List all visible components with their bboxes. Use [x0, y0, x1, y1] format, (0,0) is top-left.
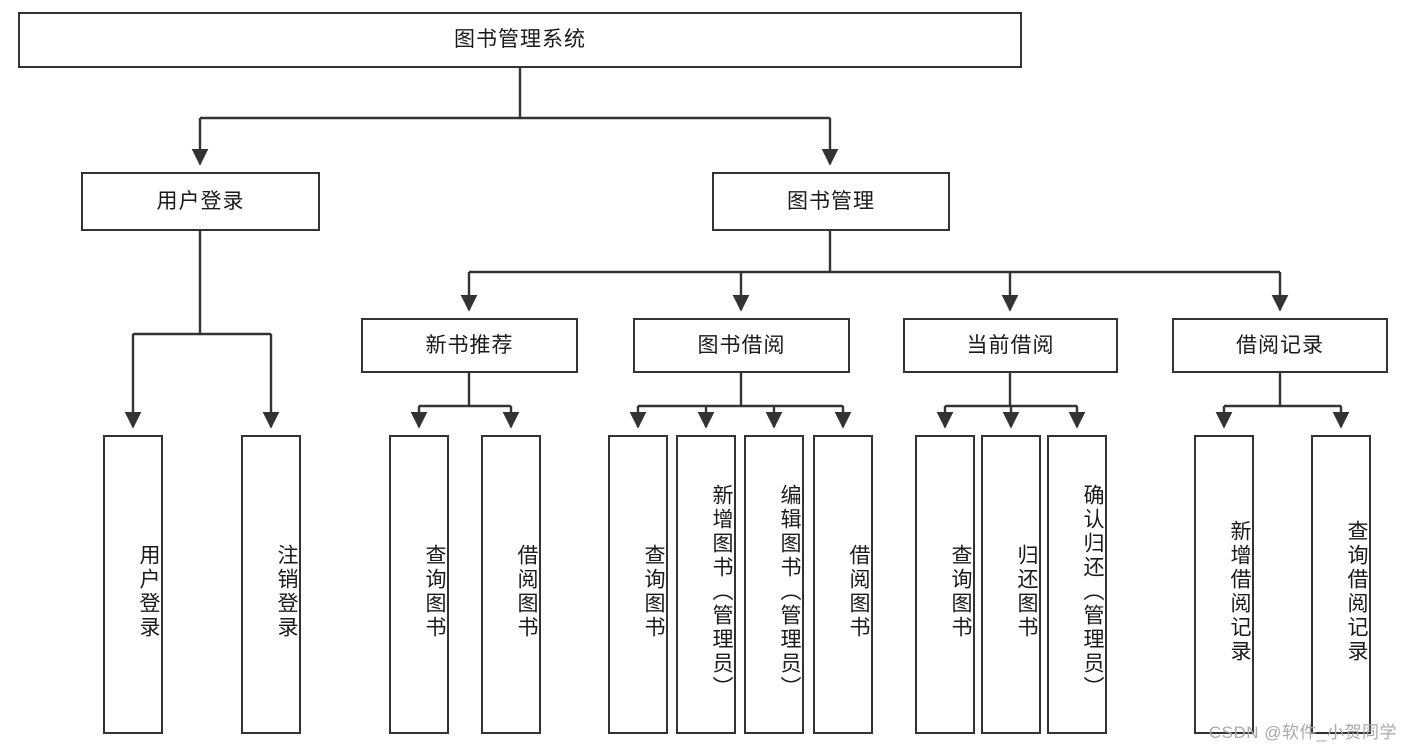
- leaf-current-borrow-return[interactable]: 归还图书: [981, 435, 1041, 734]
- node-book-borrow[interactable]: 图书借阅: [633, 318, 850, 373]
- watermark-text: CSDN @软件_小贺同学: [1208, 723, 1397, 742]
- node-label: 当前借阅: [966, 333, 1055, 357]
- node-label: 图书借阅: [697, 333, 786, 357]
- leaf-book-borrow-borrow[interactable]: 借阅图书: [813, 435, 873, 734]
- node-label: 查询图书: [423, 543, 446, 640]
- leaf-book-borrow-edit[interactable]: 编辑图书（管理员）: [744, 435, 804, 734]
- node-label: 新书推荐: [425, 333, 514, 357]
- node-new-book-recommend[interactable]: 新书推荐: [361, 318, 578, 373]
- node-label: 查询图书: [642, 543, 665, 640]
- node-book-management[interactable]: 图书管理: [712, 172, 950, 231]
- leaf-borrow-record-add[interactable]: 新增借阅记录: [1194, 435, 1254, 734]
- leaf-user-login-login[interactable]: 用户登录: [103, 435, 163, 734]
- leaf-current-borrow-confirm-return[interactable]: 确认归还（管理员）: [1047, 435, 1107, 734]
- node-label: 编辑图书（管理员）: [778, 483, 801, 700]
- node-label: 查询图书: [949, 543, 972, 640]
- node-label: 新增借阅记录: [1228, 519, 1251, 664]
- node-label: 借阅图书: [515, 543, 538, 640]
- node-borrow-record[interactable]: 借阅记录: [1172, 318, 1388, 373]
- leaf-new-book-borrow[interactable]: 借阅图书: [481, 435, 541, 734]
- leaf-user-login-logout[interactable]: 注销登录: [241, 435, 301, 734]
- node-label: 图书管理: [787, 189, 875, 213]
- node-label: 借阅图书: [847, 543, 870, 640]
- node-user-login[interactable]: 用户登录: [81, 172, 320, 231]
- node-current-borrow[interactable]: 当前借阅: [903, 318, 1118, 373]
- leaf-borrow-record-query[interactable]: 查询借阅记录: [1311, 435, 1371, 734]
- node-label: 借阅记录: [1236, 333, 1324, 357]
- leaf-new-book-query[interactable]: 查询图书: [389, 435, 449, 734]
- leaf-book-borrow-add[interactable]: 新增图书（管理员）: [676, 435, 736, 734]
- node-label: 新增图书（管理员）: [710, 483, 733, 700]
- node-label: 查询借阅记录: [1345, 519, 1368, 664]
- node-label: 确认归还（管理员）: [1081, 483, 1104, 700]
- node-label: 归还图书: [1015, 543, 1038, 640]
- node-label: 用户登录: [137, 543, 160, 640]
- leaf-book-borrow-query[interactable]: 查询图书: [608, 435, 668, 734]
- node-label: 用户登录: [156, 189, 245, 213]
- node-label: 图书管理系统: [454, 28, 586, 52]
- node-root-book-management-system[interactable]: 图书管理系统: [18, 12, 1022, 68]
- leaf-current-borrow-query[interactable]: 查询图书: [915, 435, 975, 734]
- node-label: 注销登录: [275, 543, 298, 640]
